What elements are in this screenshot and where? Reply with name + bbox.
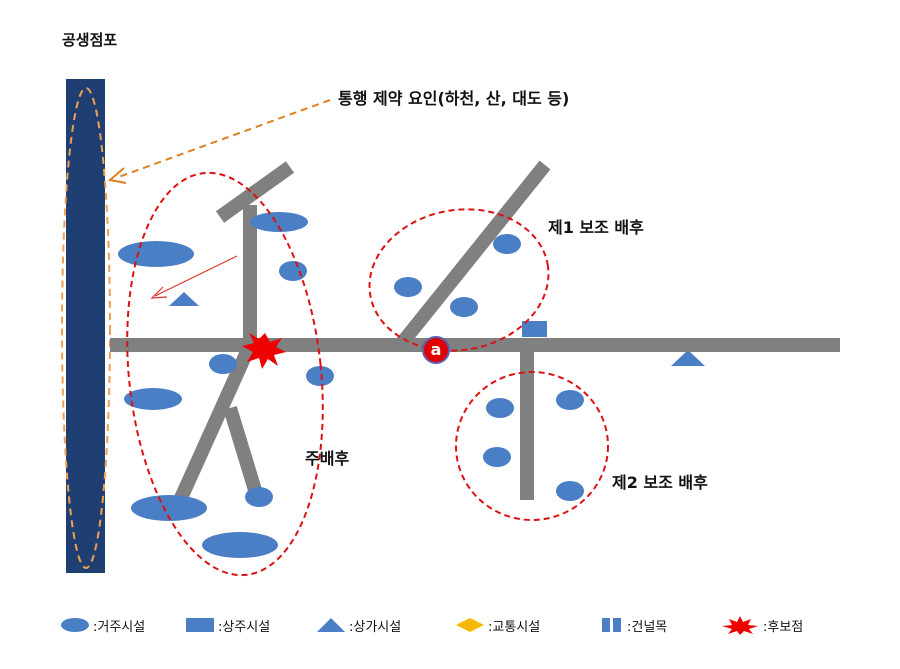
main-hinterland-outline (126, 171, 324, 577)
residential-facilities (118, 212, 584, 558)
barrier-pointer-line (115, 99, 331, 179)
direction-arrow-line (154, 255, 238, 297)
resident-facility (522, 321, 547, 337)
sub2-hinterland-outline (455, 371, 609, 521)
barrier-pointer-head (107, 167, 127, 184)
residence (209, 354, 237, 374)
legend: :거주시설 :상주시설 :상가시설 :교통시설 :건널목 :후보점 (0, 612, 900, 642)
legend-label: :상주시설 (218, 619, 271, 635)
legend-label: :후보점 (763, 619, 804, 635)
sub1-hinterland-label: 제1 보조 배후 (548, 218, 644, 237)
rectangle-icon (186, 618, 214, 632)
residence (118, 241, 194, 267)
double-bar-icon (602, 618, 621, 632)
diagram-title: 공생점포 (62, 31, 118, 49)
diamond-icon (456, 618, 484, 632)
triangle-icon (317, 618, 345, 632)
residence (131, 495, 207, 521)
legend-item-residential: :거주시설 (60, 612, 145, 638)
ellipse-icon (61, 618, 89, 632)
burst-icon (722, 616, 758, 635)
main-hinterland-label: 주배후 (305, 449, 350, 468)
residence (483, 447, 511, 467)
residence (394, 277, 422, 297)
residence (250, 212, 308, 232)
legend-item-shopping: :상가시설 (316, 612, 401, 638)
direction-arrow-head (150, 286, 168, 299)
site-marker-a: a (422, 336, 450, 364)
barrier-bar (66, 79, 105, 573)
legend-item-crosswalk: :건널목 (600, 612, 667, 638)
candidate-store-burst (242, 333, 286, 369)
residence (556, 390, 584, 410)
barrier-outline (61, 87, 111, 569)
residence (202, 532, 278, 558)
residence (486, 398, 514, 418)
residence (306, 366, 334, 386)
legend-item-candidate: :후보점 (720, 612, 803, 638)
sub2-hinterland-label: 제2 보조 배후 (612, 473, 708, 492)
residence (245, 487, 273, 507)
legend-item-resident: :상주시설 (185, 612, 270, 638)
residence (450, 297, 478, 317)
barrier-label: 통행 제약 요인(하천, 산, 대도 등) (338, 89, 570, 108)
residence (556, 481, 584, 501)
legend-label: :거주시설 (93, 619, 146, 635)
residence (279, 261, 307, 281)
residence (493, 234, 521, 254)
legend-label: :상가시설 (349, 619, 402, 635)
roads (110, 160, 840, 521)
shopping-facility (169, 292, 199, 306)
residence (124, 388, 182, 410)
shopping-facility (671, 350, 705, 366)
sub1-hinterland-outline (368, 208, 550, 352)
legend-item-transport: :교통시설 (455, 612, 540, 638)
legend-label: :건널목 (627, 619, 668, 635)
legend-label: :교통시설 (488, 619, 541, 635)
